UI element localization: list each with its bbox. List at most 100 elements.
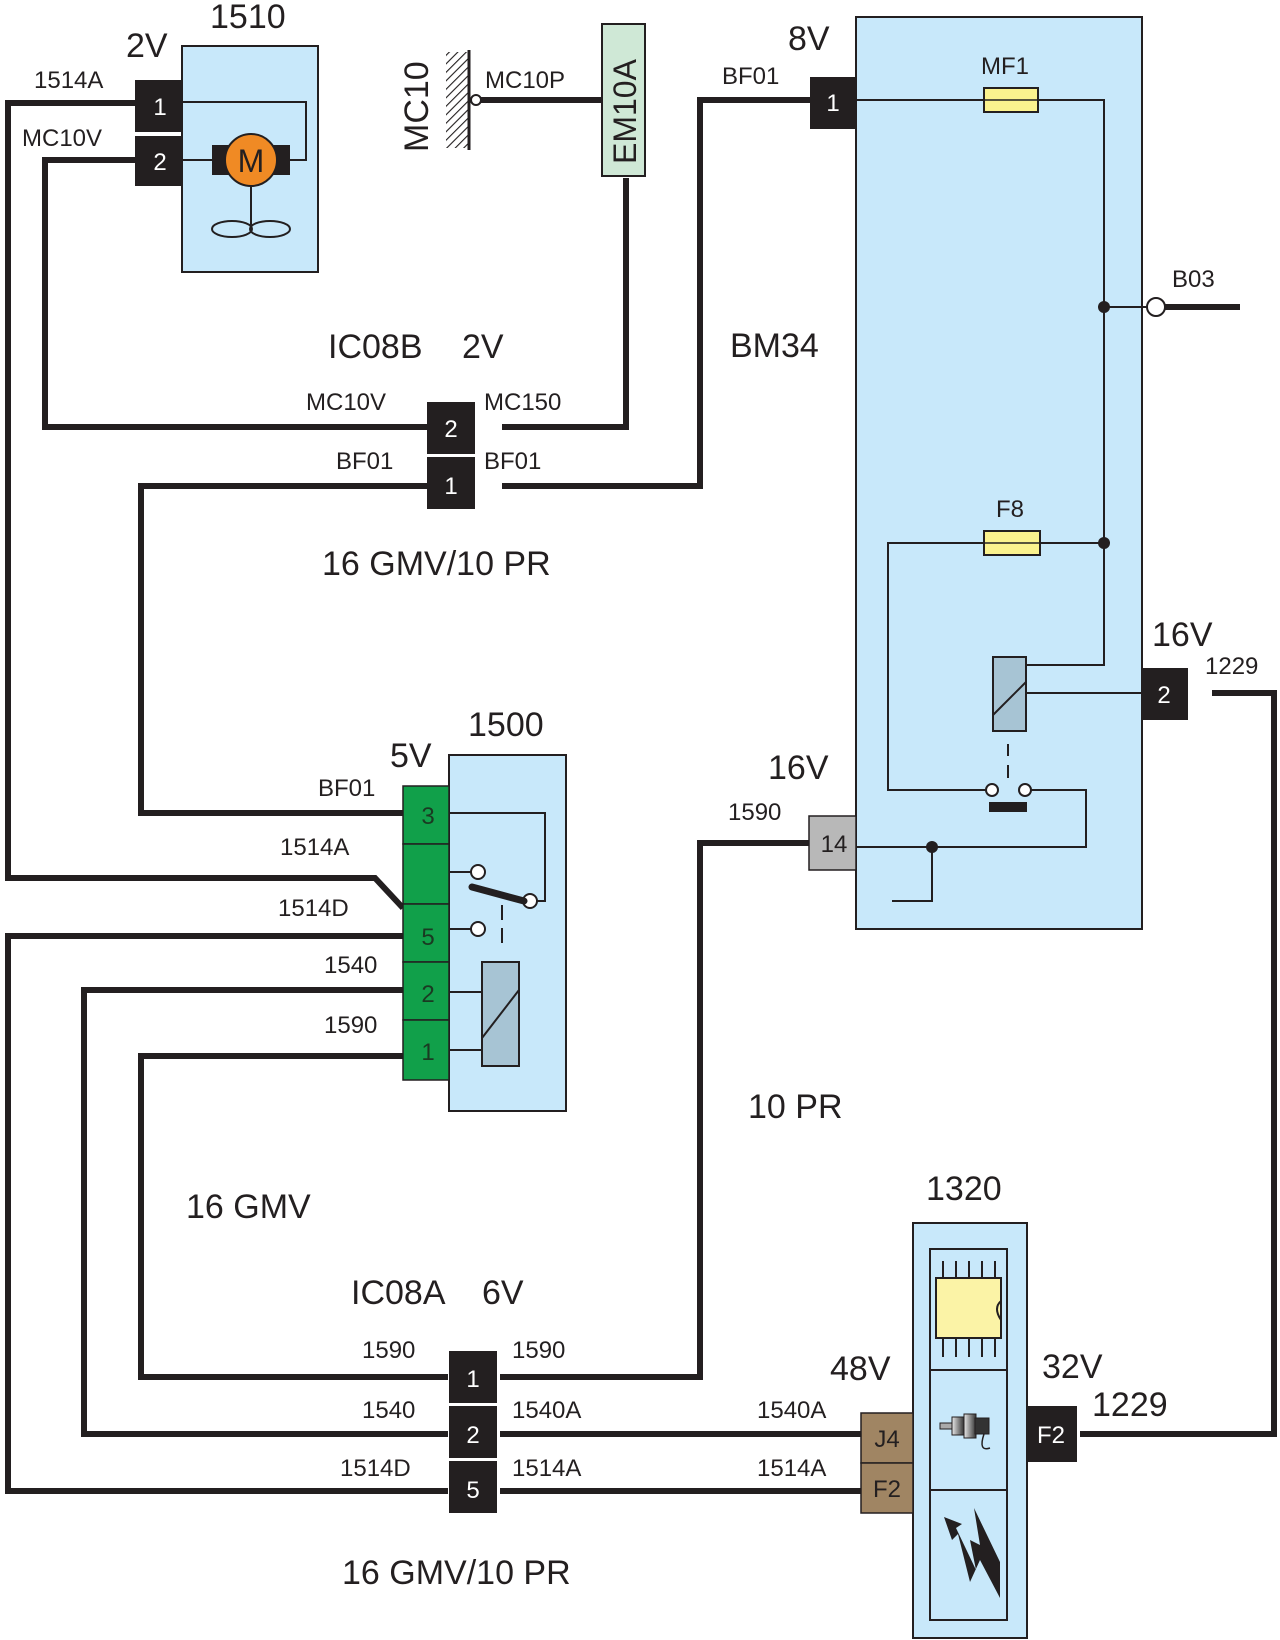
pin-1[interactable]: [135, 80, 182, 132]
pin-F2[interactable]: [860, 1462, 914, 1514]
wire-label: 1514D: [340, 1455, 411, 1482]
wire-label: 1540A: [512, 1397, 581, 1424]
component-EM10A[interactable]: EM10A: [601, 23, 646, 177]
pin-2[interactable]: [1142, 668, 1188, 720]
pin-2[interactable]: [449, 1406, 497, 1458]
wire-label: 1540: [324, 952, 377, 979]
voltage-label: 5V: [390, 737, 432, 775]
pin-1[interactable]: [427, 457, 475, 509]
motor-letter: M: [238, 143, 265, 179]
pin-1[interactable]: [810, 77, 856, 129]
wire-BF01-1500: [138, 483, 428, 816]
pin-1[interactable]: [402, 1019, 450, 1081]
ground-MC10[interactable]: MC10 MC10P: [398, 50, 565, 152]
pin-number: 1: [826, 90, 839, 117]
wire-label: BF01: [336, 448, 393, 475]
wire-label: 1590: [362, 1337, 415, 1364]
pin-2[interactable]: [135, 136, 182, 186]
ecu-chip-icon: [935, 1261, 1002, 1357]
voltage-label: 8V: [788, 20, 830, 58]
wire-BF01-bm34: [502, 97, 812, 489]
wire-label: 1514A: [34, 67, 103, 94]
ground-hatch-icon: [446, 52, 468, 148]
pin-number: 2: [421, 981, 434, 1008]
wire-label: 1514A: [512, 1455, 581, 1482]
wire-label: 1540: [362, 1397, 415, 1424]
voltage-label: 16V: [768, 749, 829, 787]
wire-label: MC10V: [22, 125, 102, 152]
pin-number: 1: [153, 94, 166, 121]
ground-point-icon: [470, 94, 482, 106]
injector-icon: [939, 1413, 991, 1450]
ignition-spark-icon: [944, 1508, 1000, 1598]
harness-label-bottom: 16 GMV/10 PR: [342, 1554, 571, 1592]
wire-label: 1540A: [757, 1397, 826, 1424]
pin-number: 2: [466, 1422, 479, 1449]
connector-IC08B[interactable]: IC08B 2V 2 1 MC10V MC150 BF01 BF01: [306, 328, 561, 509]
wire-label: 1590: [512, 1337, 565, 1364]
pin-1[interactable]: [449, 1351, 497, 1403]
pin-5[interactable]: [402, 903, 450, 963]
wire-label: MC10V: [306, 389, 386, 416]
component-BM34[interactable]: BM34 8V BF01 1 MF1 B03 F8: [722, 16, 1258, 930]
component-id: BM34: [730, 327, 819, 365]
harness-labels: 16 GMV/10 PR 10 PR 16 GMV 16 GMV/10 PR: [186, 545, 843, 1592]
wire-label: BF01: [722, 63, 779, 90]
output-B03-terminal[interactable]: [1146, 297, 1166, 317]
relay-coil-icon: [992, 656, 1027, 732]
pin-number: 5: [421, 924, 434, 951]
wire-1590-left: [138, 1053, 448, 1380]
ground-id: MC10: [398, 61, 436, 152]
pin-number: J4: [874, 1426, 899, 1453]
wire-label: MC150: [484, 389, 561, 416]
wire-label: 1590: [728, 799, 781, 826]
pin-14[interactable]: [808, 815, 857, 871]
connector-IC08A[interactable]: IC08A 6V 1 2 5 1590 1590 1540 1540A 1514…: [340, 1274, 581, 1513]
harness-label-mid-left: 16 GMV: [186, 1188, 311, 1226]
component-1500[interactable]: 1500 5V 3 5 2 1 BF01 1514A 1514D 1540 15…: [278, 706, 567, 1112]
wire-MC10V: [42, 157, 428, 430]
wire-1514D: [5, 933, 448, 1494]
fuse-label: F8: [996, 496, 1024, 523]
fuse-label: MF1: [981, 53, 1029, 80]
wire-label: 1514A: [757, 1455, 826, 1482]
voltage-label: 2V: [126, 27, 168, 65]
wire-1540: [81, 987, 448, 1437]
component-id: 1510: [210, 0, 286, 36]
voltage-label: 2V: [462, 328, 504, 366]
wire-1590-right: [500, 840, 810, 1380]
component-id: EM10A: [607, 58, 643, 164]
pin-F2-right[interactable]: [1027, 1406, 1077, 1462]
motor-icon: M: [211, 133, 291, 238]
pin-number: 3: [421, 803, 434, 830]
pin-2[interactable]: [427, 402, 475, 454]
pin-5[interactable]: [449, 1461, 497, 1513]
component-id: 1320: [926, 1170, 1002, 1208]
pin-number: 5: [466, 1477, 479, 1504]
output-label: B03: [1172, 266, 1215, 293]
wire-label: 1229: [1205, 653, 1258, 680]
wire-1229: [1080, 690, 1277, 1437]
wire-label: 1514D: [278, 895, 349, 922]
pin-number: 1: [466, 1366, 479, 1393]
relay-coil-icon: [481, 961, 520, 1067]
wire-label: MC10P: [485, 67, 565, 94]
voltage-label: 6V: [482, 1274, 524, 1312]
component-1320[interactable]: 1320: [757, 1170, 1168, 1639]
wire-label: 1514A: [280, 834, 349, 861]
pin-unnumbered[interactable]: [402, 843, 450, 905]
harness-label-mid-right: 10 PR: [748, 1088, 843, 1126]
wire-label: BF01: [318, 775, 375, 802]
wires: [5, 97, 1277, 1494]
voltage-label: 16V: [1152, 616, 1213, 654]
wire-label: BF01: [484, 448, 541, 475]
pin-number: 2: [153, 149, 166, 176]
wire-MC150: [502, 178, 629, 430]
pin-number: F2: [1037, 1422, 1065, 1449]
wire-1514A: [5, 100, 406, 911]
component-1510[interactable]: 1510 2V 1 2 1514A MC10V M: [22, 0, 319, 273]
voltage-label: 32V: [1042, 1348, 1103, 1386]
pin-J4[interactable]: [860, 1412, 914, 1464]
pin-number: 1: [444, 473, 457, 500]
